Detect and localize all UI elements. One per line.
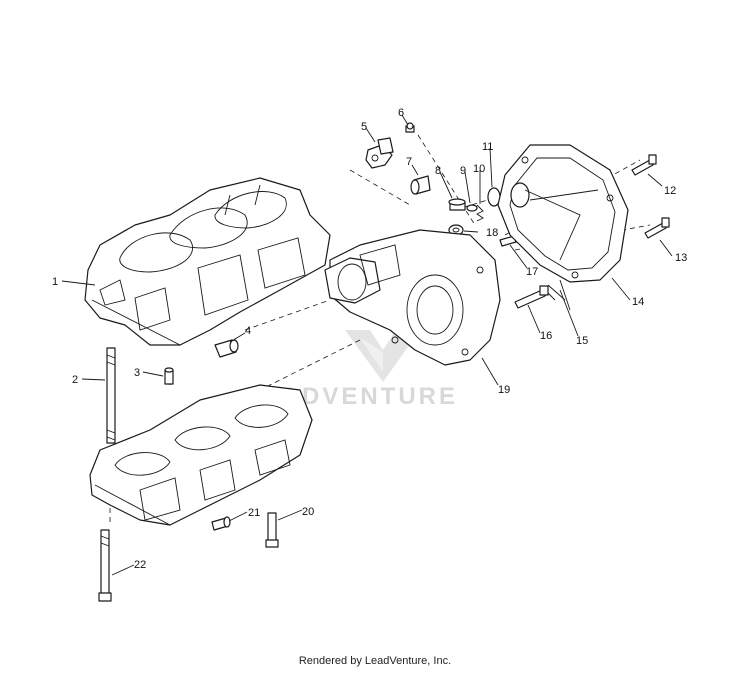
callout-11: 11 [482, 141, 493, 153]
screw-21 [211, 516, 231, 531]
callout-5: 5 [361, 121, 367, 133]
screw-4 [214, 339, 239, 358]
plug-8 [448, 198, 466, 211]
callout-14: 14 [632, 296, 644, 308]
bolt-20 [265, 512, 279, 548]
callout-12: 12 [664, 185, 676, 197]
leader-lines [61, 114, 673, 576]
bolt-16 [514, 285, 549, 309]
footer-credit: Rendered by LeadVenture, Inc. [298, 655, 452, 667]
callout-18: 18 [486, 227, 498, 239]
callout-17: 17 [526, 266, 538, 278]
callout-4: 4 [245, 325, 251, 337]
oring-9 [466, 204, 478, 212]
callout-6: 6 [398, 107, 404, 119]
bushing-7 [410, 175, 431, 195]
fitting-5 [365, 137, 394, 169]
callout-8: 8 [435, 165, 441, 177]
watermark-logo [345, 330, 420, 382]
callout-10: 10 [473, 163, 485, 175]
callout-3: 3 [134, 367, 140, 379]
callout-2: 2 [72, 374, 78, 386]
lower-crankcase [89, 384, 313, 526]
bolt-12 [631, 154, 657, 176]
upper-crankcase [84, 177, 331, 346]
callout-19: 19 [498, 384, 510, 396]
callout-7: 7 [406, 156, 412, 168]
bolt-13 [644, 217, 670, 239]
pin-17 [499, 235, 517, 247]
callout-21: 21 [248, 507, 260, 519]
callout-16: 16 [540, 330, 552, 342]
callout-1: 1 [52, 276, 58, 288]
callout-20: 20 [302, 506, 314, 518]
stud-2 [106, 347, 116, 444]
cover-14 [497, 144, 629, 283]
callout-15: 15 [576, 335, 588, 347]
callout-9: 9 [460, 165, 466, 177]
spring-10 [476, 204, 484, 222]
gear-housing-19 [324, 229, 501, 366]
callout-13: 13 [675, 252, 687, 264]
callout-22: 22 [134, 559, 146, 571]
seal-18 [448, 224, 464, 236]
bolt-22 [98, 529, 112, 602]
dowel-3 [164, 367, 174, 385]
screw-6 [405, 122, 415, 133]
callouts: 1 2 3 4 5 6 7 8 9 10 11 12 13 14 15 16 1… [52, 107, 687, 571]
